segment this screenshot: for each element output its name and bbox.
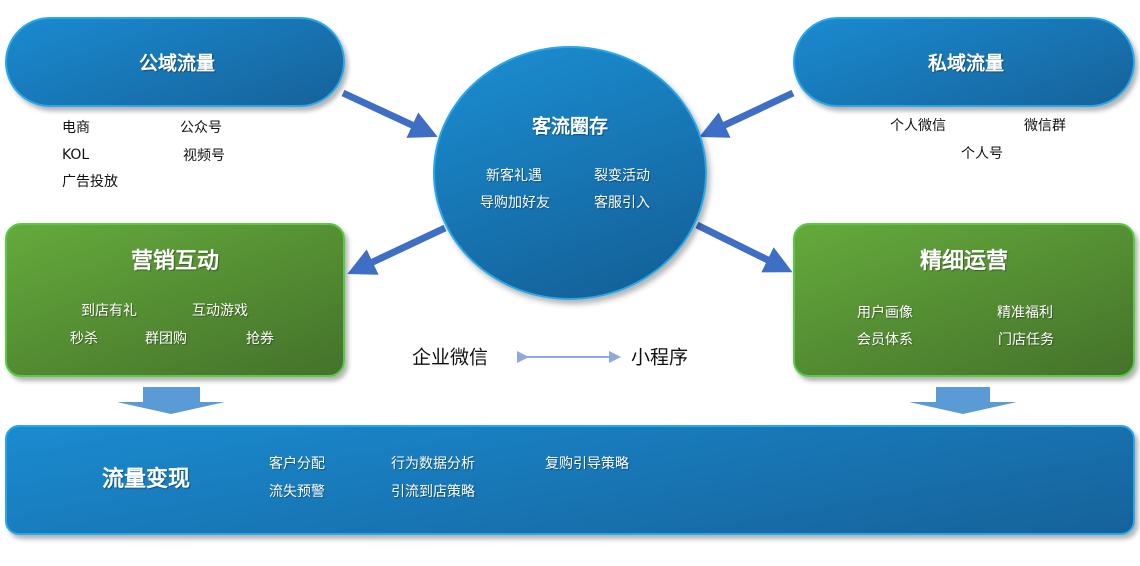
retention-title: 客流圈存 xyxy=(531,115,609,138)
channel-miniprogram: 小程序 xyxy=(631,346,689,369)
arrow-retention-to-marketing xyxy=(347,224,447,275)
public-traffic-pill: 公域流量 xyxy=(5,17,345,107)
down-arrow-right xyxy=(909,387,1017,414)
private-traffic-pill: 私域流量 xyxy=(793,17,1135,107)
marketing-box xyxy=(5,223,345,377)
down-arrow-left xyxy=(117,387,225,414)
public-item: 视频号 xyxy=(183,148,225,164)
public-traffic-title: 公域流量 xyxy=(138,52,216,75)
retention-item: 裂变活动 xyxy=(594,168,650,184)
monetization-item: 行为数据分析 xyxy=(391,456,475,472)
marketing-item: 群团购 xyxy=(145,331,187,347)
monetization-title: 流量变现 xyxy=(102,467,191,492)
marketing-title: 营销互动 xyxy=(130,249,220,274)
monetization-bar xyxy=(5,425,1135,535)
operations-item: 门店任务 xyxy=(998,332,1054,348)
marketing-item: 到店有礼 xyxy=(81,303,137,319)
public-item: 电商 xyxy=(62,120,90,136)
private-item: 个人号 xyxy=(961,146,1003,162)
operations-box xyxy=(793,223,1135,377)
arrow-private-to-retention xyxy=(699,89,795,138)
public-item: 广告投放 xyxy=(62,174,118,190)
operations-item: 用户画像 xyxy=(857,305,913,321)
public-item: KOL xyxy=(62,147,90,163)
operations-item: 精准福利 xyxy=(997,305,1053,321)
arrow-retention-to-operations xyxy=(695,221,793,273)
marketing-item: 秒杀 xyxy=(70,331,98,347)
channel-wecom: 企业微信 xyxy=(412,346,489,369)
retention-item: 导购加好友 xyxy=(480,195,550,211)
private-item: 微信群 xyxy=(1024,118,1066,134)
arrow-public-to-retention xyxy=(341,89,438,138)
monetization-item: 流失预警 xyxy=(269,484,325,500)
operations-item: 会员体系 xyxy=(857,332,913,348)
monetization-item: 客户分配 xyxy=(269,456,325,472)
retention-item: 客服引入 xyxy=(594,195,650,211)
retention-item: 新客礼遇 xyxy=(486,168,542,184)
monetization-item: 复购引导策略 xyxy=(545,456,629,472)
public-item: 公众号 xyxy=(180,120,222,136)
marketing-item: 互动游戏 xyxy=(192,303,248,319)
monetization-item: 引流到店策略 xyxy=(391,484,475,500)
retention-circle xyxy=(433,46,707,300)
private-traffic-title: 私域流量 xyxy=(927,52,1005,75)
private-item: 个人微信 xyxy=(890,118,946,134)
marketing-item: 抢券 xyxy=(246,331,274,347)
operations-title: 精细运营 xyxy=(919,249,1009,274)
